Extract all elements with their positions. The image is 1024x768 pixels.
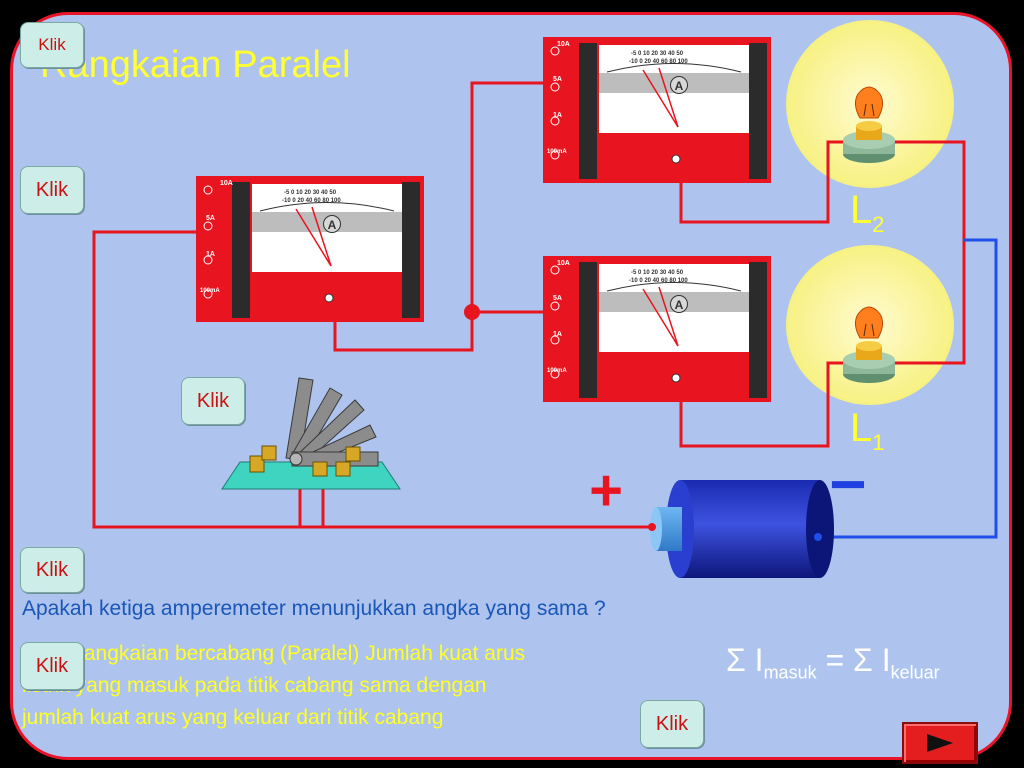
- meter-scale-top: -5 0 10 20 30 40 50: [631, 270, 684, 276]
- meter-range-label: 5A: [553, 76, 562, 83]
- battery: [648, 480, 834, 578]
- formula-sub-in: masuk: [763, 662, 817, 683]
- lamp-letter: L: [850, 188, 873, 232]
- explanation-line: listrik yang masuk pada titik cabang sam…: [22, 674, 487, 697]
- lamp-l1-label: L1: [850, 406, 885, 456]
- ammeter-main: 10A 5A 1A 100mA -5 0 10 20 30 40 50 -10 …: [195, 175, 425, 323]
- klik-button-title[interactable]: Klik: [20, 22, 84, 68]
- meter-scale-top: -5 0 10 20 30 40 50: [284, 190, 337, 196]
- lamp-l2: [843, 86, 895, 163]
- meter-range-label: 100mA: [547, 368, 567, 374]
- klik-button-formula[interactable]: Klik: [640, 700, 704, 748]
- question-text: Apakah ketiga amperemeter menunjukkan an…: [22, 597, 606, 620]
- klik-button-explanation[interactable]: Klik: [20, 642, 84, 690]
- ammeter-symbol: A: [675, 298, 684, 312]
- explanation-text: Pada rangkaian bercabang (Paralel) Jumla…: [22, 638, 722, 734]
- meter-range-label: 5A: [206, 215, 215, 222]
- meter-range-label: 1A: [553, 112, 562, 119]
- kirchhoff-formula: Σ Imasuk = Σ Ikeluar: [726, 642, 940, 683]
- formula-sum-out: = Σ I: [816, 642, 891, 678]
- formula-sum-in: Σ I: [726, 642, 764, 678]
- lamp-subscript: 2: [872, 212, 885, 237]
- ammeter-symbol: A: [328, 218, 337, 232]
- lamp-l1: [843, 306, 895, 383]
- meter-range-label: 1A: [553, 331, 562, 338]
- blue-wires: [818, 238, 998, 539]
- formula-sub-out: keluar: [890, 662, 940, 683]
- slide-title: Rangkaian Paralel: [40, 44, 351, 86]
- junction-node: [464, 304, 480, 320]
- meter-range-label: 1A: [206, 251, 215, 258]
- klik-button-switch[interactable]: Klik: [181, 377, 245, 425]
- battery-plus-sign: +: [589, 458, 623, 523]
- lamp-subscript: 1: [872, 430, 885, 455]
- ammeter-branch-l1: 10A 5A 1A 100mA -5 0 10 20 30 40 50 -10 …: [542, 255, 772, 403]
- meter-range-label: 100mA: [200, 288, 220, 294]
- next-slide-button[interactable]: [902, 722, 978, 764]
- ammeter-branch-l2: 10A 5A 1A 100mA -5 0 10 20 30 40 50 -10 …: [542, 36, 772, 184]
- meter-range-label: 100mA: [547, 149, 567, 155]
- lamp-l2-label: L2: [850, 188, 885, 238]
- battery-minus-sign: −: [829, 448, 866, 520]
- meter-scale-top: -5 0 10 20 30 40 50: [631, 51, 684, 57]
- meter-range-label: 10A: [557, 260, 570, 267]
- lamp-letter: L: [850, 406, 873, 450]
- meter-scale-bottom: -10 0 20 40 60 80 100: [282, 198, 341, 204]
- ammeter-symbol: A: [675, 79, 684, 93]
- switch: [221, 377, 401, 490]
- klik-button-ammeter[interactable]: Klik: [20, 166, 84, 214]
- meter-range-label: 10A: [220, 180, 233, 187]
- meter-range-label: 10A: [557, 41, 570, 48]
- explanation-line: jumlah kuat arus yang keluar dari titik …: [22, 706, 444, 729]
- meter-range-label: 5A: [553, 295, 562, 302]
- play-arrow-icon: [927, 734, 953, 752]
- meter-scale-bottom: -10 0 20 40 60 80 100: [629, 59, 688, 65]
- meter-scale-bottom: -10 0 20 40 60 80 100: [629, 278, 688, 284]
- klik-button-question[interactable]: Klik: [20, 547, 84, 593]
- explanation-line: Pada rangkaian bercabang (Paralel) Jumla…: [22, 642, 526, 665]
